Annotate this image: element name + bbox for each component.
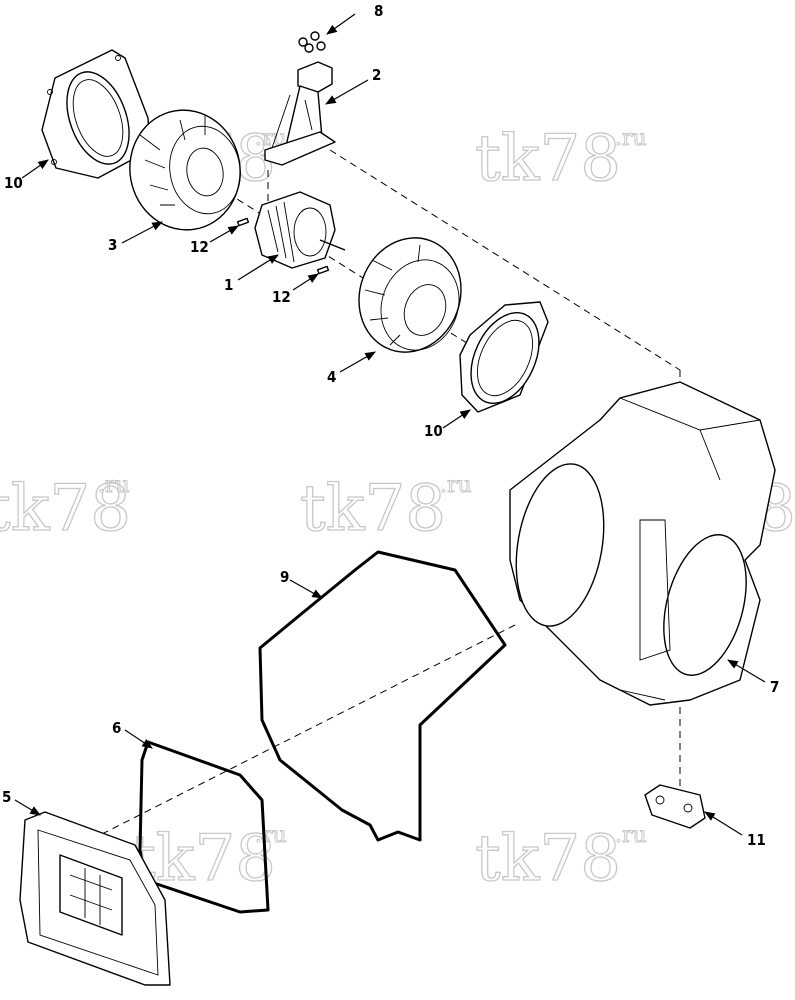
- motor: [254, 191, 346, 269]
- callout-2: 2: [372, 66, 381, 84]
- callout-9: 9: [280, 568, 289, 586]
- callout-11: 11: [747, 831, 766, 849]
- blower-wheel-left: [129, 109, 241, 231]
- svg-text:.ru: .ru: [440, 473, 472, 498]
- callout-12-upper: 12: [190, 238, 209, 256]
- callout-3: 3: [108, 236, 117, 254]
- callout-6: 6: [112, 719, 121, 737]
- svg-text:.ru: .ru: [98, 473, 130, 498]
- svg-text:tk78: tk78: [300, 472, 446, 546]
- callout-12-lower: 12: [272, 288, 291, 306]
- callout-1: 1: [224, 276, 233, 294]
- callout-5: 5: [2, 788, 11, 806]
- shaft-key-upper: [236, 217, 250, 227]
- inlet-ring-bottom: [459, 301, 549, 413]
- svg-text:.ru: .ru: [615, 823, 647, 848]
- watermark-2: tk78 .ru: [474, 121, 647, 196]
- watermark-7: tk78 .ru: [474, 821, 647, 896]
- callout-7: 7: [770, 678, 779, 696]
- svg-text:tk78: tk78: [475, 122, 621, 196]
- watermark-6: tk78 .ru: [129, 821, 287, 896]
- blower-housing: [509, 381, 776, 706]
- callout-8: 8: [374, 2, 383, 20]
- housing-cover: [19, 811, 171, 986]
- watermark-4: tk78 .ru: [299, 471, 472, 546]
- leader-lines: [14, 13, 766, 836]
- mounting-bracket: [644, 784, 706, 829]
- gasket-small: [138, 740, 270, 914]
- gasket-large: [258, 550, 507, 842]
- nut-set: [298, 31, 326, 53]
- shaft-key-lower: [316, 265, 330, 275]
- watermark-3: tk78 .ru: [0, 471, 132, 546]
- svg-text:tk78: tk78: [0, 472, 131, 546]
- callout-10-bottom: 10: [424, 422, 443, 440]
- callout-4: 4: [327, 368, 336, 386]
- blower-wheel-right: [358, 237, 462, 353]
- callout-10-top: 10: [4, 174, 23, 192]
- svg-text:tk78: tk78: [475, 822, 621, 896]
- svg-text:.ru: .ru: [615, 126, 647, 151]
- callout-labels: 8 2 10 3 12 1 12 4 10 9 7 6 5 11: [2, 2, 779, 849]
- svg-text:.ru: .ru: [255, 823, 287, 848]
- motor-bracket: [264, 61, 336, 166]
